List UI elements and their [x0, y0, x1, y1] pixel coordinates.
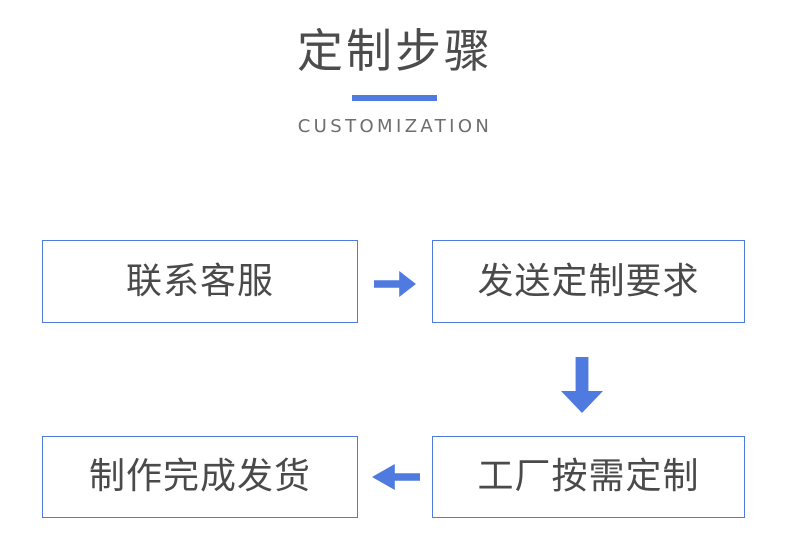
step-label: 工厂按需定制 — [477, 456, 700, 497]
step-box-contact-support[interactable]: 联系客服 — [42, 240, 358, 323]
arrow-left-icon — [372, 456, 420, 498]
title-underline-rule — [352, 95, 437, 101]
arrow-down-icon — [561, 357, 603, 413]
step-box-factory-customizes[interactable]: 工厂按需定制 — [432, 436, 745, 518]
step-box-send-requirements[interactable]: 发送定制要求 — [432, 240, 745, 323]
step-label: 发送定制要求 — [477, 260, 700, 302]
step-label: 制作完成发货 — [88, 456, 311, 497]
arrow-right-icon — [374, 263, 416, 305]
page-subtitle: CUSTOMIZATION — [297, 116, 493, 137]
step-label: 联系客服 — [125, 260, 274, 302]
page-title: 定制步骤 — [297, 24, 493, 78]
step-box-production-complete-shipping[interactable]: 制作完成发货 — [42, 436, 358, 518]
